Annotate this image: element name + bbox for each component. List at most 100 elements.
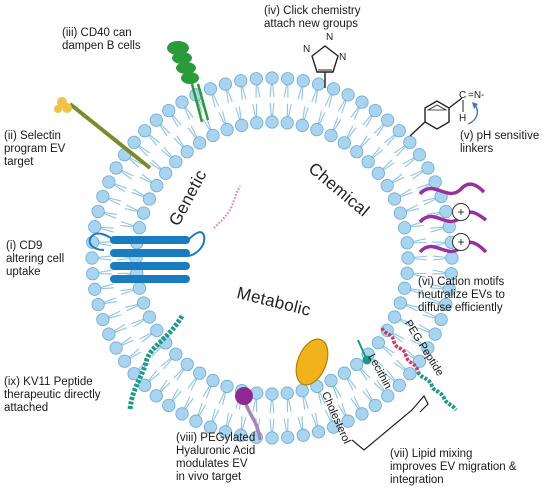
lipid-head [324,128,338,143]
label-lipid-mixing: (vii) Lipid mixing improves EV migration… [390,448,517,486]
ph-c: C [459,90,466,101]
lipid-head [434,312,448,327]
lipid-head [428,327,442,341]
lipid-head [326,420,341,434]
lipid-head [337,366,351,380]
lipid-head [295,118,309,133]
lipid-head [193,136,207,150]
cd9-protein [88,231,206,283]
inner-rna-strand [213,185,241,229]
lipid-head [169,155,183,169]
lipid-head [109,161,123,175]
lipid-head [206,128,220,143]
lipid-head [380,179,394,193]
lipid-head [280,116,294,130]
lipid-head [109,341,123,355]
lipid-head [400,236,414,250]
cation-plus-1: + [452,203,470,221]
lipid-head [193,366,207,380]
lipid-head [324,373,338,388]
lipid-head [428,175,442,189]
lipid-head [412,148,427,162]
lipid-head [96,189,110,204]
lipid-head [250,116,264,130]
lipid-head [281,430,295,444]
cation-plus-2: + [452,233,470,251]
lipid-head [203,420,218,434]
lipid-head [175,407,189,421]
lipid-head [439,297,453,312]
lipid-head [127,367,141,381]
lipid-head [265,71,279,85]
lipid-head [86,267,100,281]
lipid-head [88,220,102,234]
lipid-head [310,123,324,137]
lipid-head [96,312,110,327]
lipid-head [234,428,248,442]
lipid-head [142,310,157,324]
label-selectin: (ii) Selectin program EV target [4,130,66,168]
triazole-structure [311,45,339,88]
lipid-head [127,135,141,149]
lipid-head [159,166,173,180]
lipid-head [220,379,234,393]
lipid-head [150,179,164,193]
label-cation-motifs: (vi) Cation motifs neutralize EVs to dif… [418,276,505,314]
lipid-head [218,425,233,439]
lipid-head [401,251,415,265]
cholesterol-molecule [295,338,329,386]
lipid-head [444,267,458,281]
lipid-head [206,373,220,388]
lipid-head [91,297,105,312]
triazole-n1: N [303,44,310,55]
lipid-head [387,310,402,324]
lipid-head [132,221,147,235]
lipid-head [393,296,407,310]
lipid-head [218,77,233,91]
lipid-mixing-bracket [351,394,429,451]
lipid-head [142,192,157,206]
lipid-head [234,74,248,88]
lipid-head [381,113,395,127]
lipid-head [387,192,402,206]
lipid-head [393,206,407,220]
lipid-head [368,398,382,413]
lipid-head [421,161,435,175]
lipid-head [91,204,105,219]
label-pegylated-ha: (viii) PEGylated Hyaluronic Acid modulat… [176,432,256,483]
lipid-head [295,383,309,398]
lipid-head [439,204,453,219]
lipid-head [311,425,326,439]
lipid-head [162,398,176,413]
lipid-head [102,175,116,189]
lipid-head [341,414,355,428]
peg-peptide [380,327,458,412]
lipid-head [117,354,132,368]
lipid-head [137,206,151,220]
lipid-head [350,357,364,371]
lipid-head [138,124,152,138]
lipid-head [85,251,99,265]
lipid-head [392,124,406,138]
lipid-head [102,327,116,341]
lipid-head [88,282,102,296]
ph-linker-structure [409,97,479,137]
label-click-chemistry: (iv) Click chemistry attach new groups [264,5,361,30]
lipid-head [265,431,279,445]
lipid-head [189,414,203,428]
lipid-head [169,347,183,361]
lipid-head [180,357,194,371]
lipid-head [149,113,163,127]
ph-imine: =N- [468,90,484,101]
lipid-head [281,72,295,86]
lipid-head [280,386,294,400]
lipid-head [403,135,417,149]
lipid-head [249,72,263,86]
lipid-head [350,145,364,159]
label-kv11: (ix) KV11 Peptide therapeutic directly a… [4,376,101,414]
lipid-head [296,428,310,442]
lipid-head [296,74,310,88]
cd40-protein [167,41,210,123]
lipid-head [150,323,164,337]
